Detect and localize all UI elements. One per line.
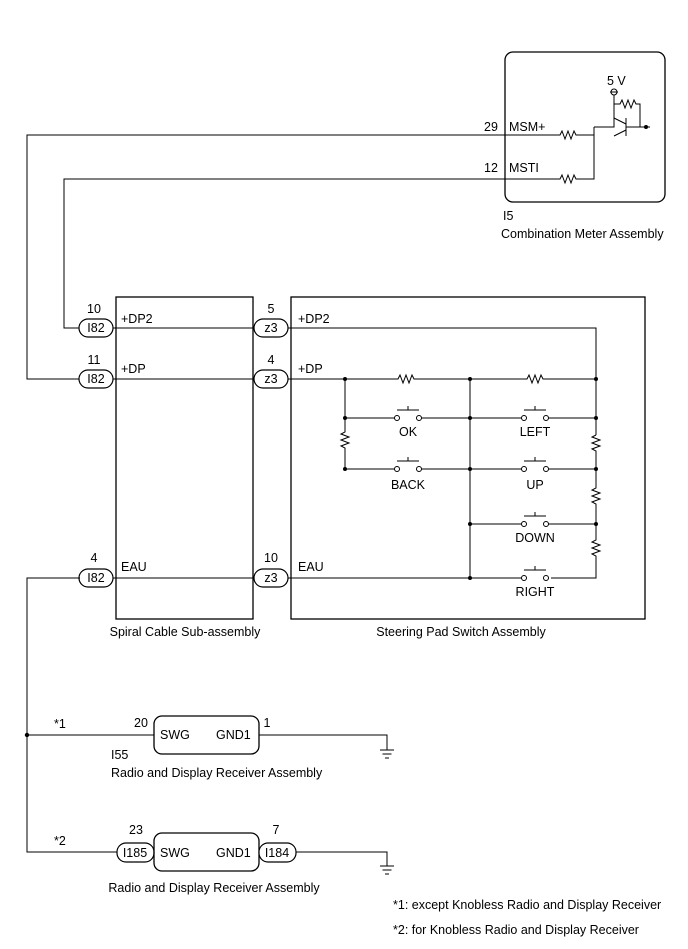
- pad-left-ladder: [339, 379, 394, 470]
- transistor-node: [644, 125, 648, 129]
- transistor: [613, 117, 650, 137]
- spiral-pin-dp-number: 11: [88, 353, 101, 367]
- ground-icon: [380, 865, 394, 875]
- meter-pin-msti-label: MSTI: [509, 161, 539, 175]
- pad-pin-eau-label: EAU: [298, 560, 324, 574]
- msti-resistor: [505, 127, 595, 185]
- receiver-1-name: Radio and Display Receiver Assembly: [111, 766, 323, 780]
- receiver-1-swg-label: SWG: [160, 728, 190, 742]
- receiver-1-gnd-label: GND1: [216, 728, 251, 742]
- receiver-2-gnd-label: GND1: [216, 846, 251, 860]
- note-2: *2: for Knobless Radio and Display Recei…: [393, 923, 639, 937]
- spiral-pin-eau-label: EAU: [121, 560, 147, 574]
- meter-pin-msm-label: MSM+: [509, 120, 545, 134]
- pad-pin-dp2-label: +DP2: [298, 312, 330, 326]
- pad-right-ladder: [551, 434, 602, 579]
- receiver-2-swg-pin: 23: [129, 823, 143, 837]
- spiral-pin-dp2-number: 10: [87, 302, 101, 316]
- spiral-pin-dp2-label: +DP2: [121, 312, 153, 326]
- pad-connector-label-dp2: z3: [264, 321, 277, 335]
- steering-pad-box: [290, 296, 646, 620]
- wire-msti-to-dp2: [63, 178, 505, 329]
- receiver-2-note-mark: *2: [54, 834, 66, 848]
- meter-voltage-label: 5 V: [607, 74, 626, 88]
- switch-left: [470, 406, 596, 421]
- eau-junction-dot: [24, 732, 30, 738]
- voltage-lead: [610, 91, 618, 118]
- receiver-1-note-mark: *1: [54, 717, 66, 731]
- receiver-2-name: Radio and Display Receiver Assembly: [108, 881, 320, 895]
- switch-right-label: RIGHT: [516, 585, 555, 599]
- receiver-2-gnd-pin: 7: [273, 823, 280, 837]
- spiral-pin-eau-number: 4: [91, 551, 98, 565]
- switch-ok: [345, 406, 470, 421]
- pad-connector-label-eau: z3: [264, 571, 277, 585]
- bias-resistor: [614, 98, 641, 127]
- steering-pad-name: Steering Pad Switch Assembly: [376, 625, 546, 639]
- spiral-connector-label-dp2: I82: [87, 321, 104, 335]
- spiral-connector-label-eau: I82: [87, 571, 104, 585]
- wire-eau-to-receivers: [26, 577, 117, 853]
- receiver-1-gnd-pin: 1: [264, 716, 271, 730]
- meter-id: I5: [503, 209, 513, 223]
- ground-icon: [380, 749, 394, 759]
- combination-meter-box: [504, 51, 666, 203]
- steering-pad-switch-assembly: Steering Pad Switch Assembly 5 z3 +DP2 4…: [253, 296, 646, 639]
- switch-back: [394, 457, 470, 472]
- pad-wire-dp2: [288, 327, 597, 435]
- switch-down-label: DOWN: [515, 531, 555, 545]
- switch-up: [470, 457, 596, 472]
- spiral-cable-name: Spiral Cable Sub-assembly: [110, 625, 262, 639]
- switch-left-label: LEFT: [520, 425, 551, 439]
- spiral-pin-dp-label: +DP: [121, 362, 146, 376]
- combination-meter-assembly: 5 V 29 MSM+ 12 MSTI I5 Combination Meter…: [484, 51, 666, 241]
- transistor-base-lead: [594, 118, 615, 128]
- pad-wire-dp: [288, 373, 596, 385]
- msm-resistor: [505, 129, 594, 141]
- switch-right: [288, 566, 549, 581]
- receiver-2-swg-label: SWG: [160, 846, 190, 860]
- meter-pin-msm-number: 29: [484, 120, 498, 134]
- meter-pin-msti-number: 12: [484, 161, 498, 175]
- radio-receiver-knobless: *2 23 I185 SWG GND1 7 I184 Radio and Dis…: [54, 823, 394, 895]
- pad-pin-dp2-number: 5: [268, 302, 275, 316]
- receiver-1-id: I55: [111, 748, 128, 762]
- pad-pin-dp-number: 4: [268, 353, 275, 367]
- meter-name: Combination Meter Assembly: [501, 227, 664, 241]
- switch-back-label: BACK: [391, 478, 426, 492]
- switch-down: [470, 512, 596, 527]
- radio-receiver-i55: *1 20 SWG GND1 1 I55 Radio and Display R…: [54, 715, 394, 780]
- switch-up-label: UP: [526, 478, 543, 492]
- pad-pin-eau-number: 10: [264, 551, 278, 565]
- pad-connector-label-dp: z3: [264, 372, 277, 386]
- receiver-1-swg-pin: 20: [134, 716, 148, 730]
- spiral-connector-label-dp: I82: [87, 372, 104, 386]
- switch-ok-label: OK: [399, 425, 418, 439]
- note-1: *1: except Knobless Radio and Display Re…: [393, 898, 661, 912]
- pad-pin-dp-label: +DP: [298, 362, 323, 376]
- wire-msm-to-dp: [26, 134, 505, 380]
- receiver-2-swg-connector: I185: [123, 846, 147, 860]
- spiral-cable-sub-assembly: Spiral Cable Sub-assembly 10 I82 +DP2 11…: [78, 296, 262, 639]
- spiral-cable-box: [115, 296, 254, 620]
- receiver-2-ground-wire: [296, 851, 388, 866]
- pad-junction-dots: [343, 377, 598, 580]
- receiver-1-ground-wire: [259, 734, 388, 750]
- receiver-2-gnd-connector: I184: [265, 846, 289, 860]
